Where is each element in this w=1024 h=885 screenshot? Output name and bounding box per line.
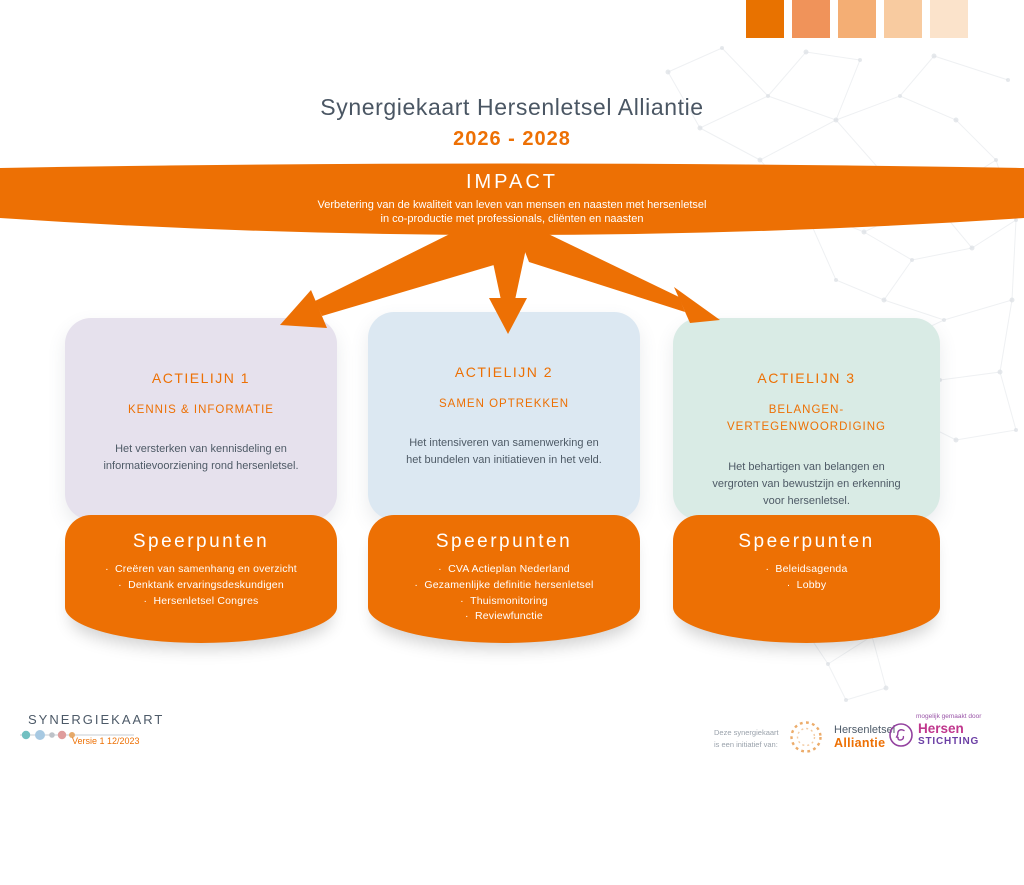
hersenstichting-tagline: mogelijk gemaakt door xyxy=(916,713,982,720)
hersenstichting-wordmark: Hersen STICHTING xyxy=(918,722,979,748)
color-swatch-1 xyxy=(746,0,784,38)
hersenstichting-wordmark-line-1: Hersen xyxy=(918,721,964,737)
speerpunten-item: Hersenletsel Congres xyxy=(65,594,337,610)
speerpunten-item: Lobby xyxy=(673,578,940,594)
synergiekaart-wordmark: SYNERGIEKAART xyxy=(28,712,165,727)
actielijn-2-card: ACTIELIJN 2 SAMEN OPTREKKEN Het intensiv… xyxy=(368,312,640,520)
impact-description-line-1: Verbetering van de kwaliteit van leven v… xyxy=(317,199,707,211)
actielijn-1-description: Het versterken van kennisdeling en infor… xyxy=(103,443,299,473)
speerpunten-title-2: Speerpunten xyxy=(435,531,573,552)
color-swatch-strip xyxy=(746,0,968,38)
impact-description-line-2: in co-productie met professionals, cliën… xyxy=(380,213,644,225)
color-swatch-4 xyxy=(884,0,922,38)
impact-banner-shape xyxy=(0,163,1024,235)
speerpunten-box-3: Speerpunten Beleidsagenda Lobby xyxy=(673,515,940,643)
speerpunten-item: Thuismonitoring xyxy=(368,594,640,610)
page-title: Synergiekaart Hersenletsel Alliantie xyxy=(320,94,704,120)
hersenletsel-alliantie-logo: Hersenletsel Alliantie xyxy=(786,717,895,757)
speerpunten-item: CVA Actieplan Nederland xyxy=(368,562,640,578)
color-swatch-3 xyxy=(838,0,876,38)
speerpunten-title-3: Speerpunten xyxy=(738,531,875,552)
initiative-caption: Deze synergiekaart is een initiatief van… xyxy=(714,727,779,751)
color-swatch-2 xyxy=(792,0,830,38)
speerpunten-title-1: Speerpunten xyxy=(132,531,270,552)
hersenstichting-wordmark-line-2: STICHTING xyxy=(918,735,980,747)
speerpunten-box-1: Speerpunten Creëren van samenhang en ove… xyxy=(65,515,337,643)
speerpunten-item: Gezamenlijke definitie hersenletsel xyxy=(368,578,640,594)
flow-arrow-left xyxy=(280,216,504,328)
hersenstichting-logo: mogelijk gemaakt door Hersen STICHTING xyxy=(888,713,981,748)
flow-arrow-center xyxy=(486,230,530,334)
speerpunten-item: Creëren van samenhang en overzicht xyxy=(65,562,337,578)
actielijn-3-description: Het behartigen van belangen en vergroten… xyxy=(712,460,901,507)
initiative-caption-line-2: is een initiatief van: xyxy=(714,740,778,749)
speerpunten-list-3: Beleidsagenda Lobby xyxy=(673,562,940,594)
actielijn-2-description: Het intensiveren van samenwerking en het… xyxy=(406,437,602,467)
alliantie-ring-icon xyxy=(790,721,822,753)
actielijn-2-title: ACTIELIJN 2 xyxy=(454,364,554,380)
actielijn-3-subtitle: BELANGEN-VERTEGENWOORDIGING xyxy=(727,404,886,434)
page-years: 2026 - 2028 xyxy=(453,128,571,150)
actielijn-1-title: ACTIELIJN 1 xyxy=(151,370,251,386)
actielijn-2-subtitle: SAMEN OPTREKKEN xyxy=(438,398,570,410)
actielijn-1-card: ACTIELIJN 1 KENNIS & INFORMATIE Het vers… xyxy=(65,318,337,520)
actielijn-3-title: ACTIELIJN 3 xyxy=(757,370,856,386)
brand-dots-line xyxy=(20,730,134,740)
alliantie-wordmark-line-1: Hersenletsel xyxy=(834,724,896,736)
speerpunten-item: Denktank ervaringsdeskundigen xyxy=(65,578,337,594)
version-label: Versie 1 12/2023 xyxy=(72,736,140,746)
speerpunten-box-2: Speerpunten CVA Actieplan Nederland Geza… xyxy=(368,515,640,643)
speerpunten-item: Beleidsagenda xyxy=(673,562,940,578)
speerpunten-item: Reviewfunctie xyxy=(368,609,640,625)
alliantie-wordmark: Hersenletsel Alliantie xyxy=(834,724,895,750)
alliantie-wordmark-line-2: Alliantie xyxy=(834,736,886,750)
actielijn-1-subtitle: KENNIS & INFORMATIE xyxy=(128,404,274,416)
flow-arrow-right xyxy=(511,216,720,323)
actielijn-3-card: ACTIELIJN 3 BELANGEN-VERTEGENWOORDIGING … xyxy=(673,318,940,520)
head-profile-icon xyxy=(889,723,913,747)
speerpunten-list-1: Creëren van samenhang en overzicht Denkt… xyxy=(65,562,337,609)
speerpunten-list-2: CVA Actieplan Nederland Gezamenlijke def… xyxy=(368,562,640,625)
color-swatch-5 xyxy=(930,0,968,38)
initiative-caption-line-1: Deze synergiekaart xyxy=(714,728,779,737)
impact-title: IMPACT xyxy=(465,171,559,193)
